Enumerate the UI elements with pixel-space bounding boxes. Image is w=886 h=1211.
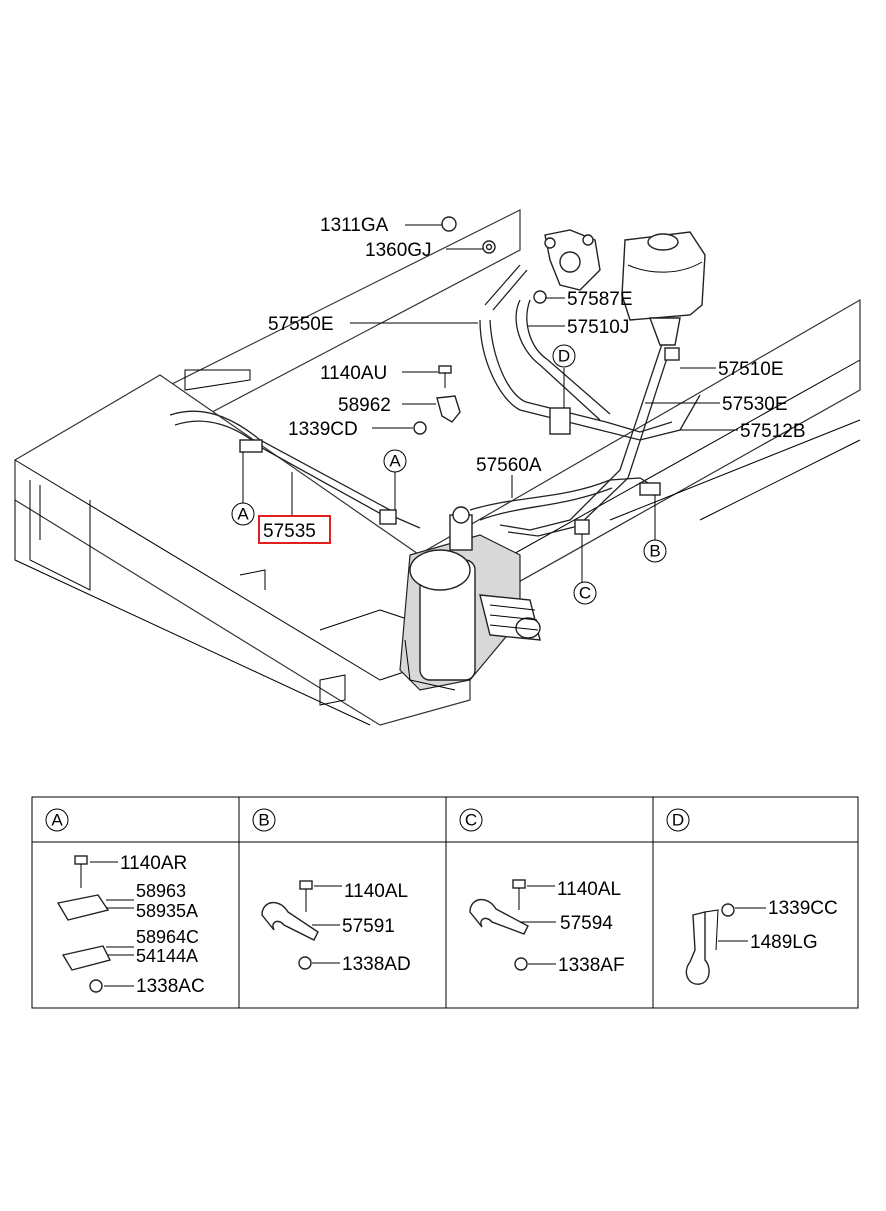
detail-legend-table: A B C D 1140AR 58963 58935A	[31, 796, 859, 1009]
svg-text:57530E: 57530E	[722, 394, 788, 415]
bolt-icon	[512, 879, 526, 889]
legend-header-A: A	[45, 808, 69, 832]
bolt-icon	[74, 855, 88, 865]
callout-57535: 57535	[258, 472, 331, 544]
svg-text:1338AF: 1338AF	[558, 955, 625, 976]
clamp-icon	[56, 894, 110, 921]
fluid-reservoir	[621, 231, 706, 346]
bolt-1311GA-icon	[441, 216, 457, 232]
svg-text:1140AL: 1140AL	[557, 879, 621, 900]
clamp-icon	[61, 945, 112, 971]
callout-1339CD: 1339CD	[288, 419, 413, 440]
svg-text:57560A: 57560A	[476, 455, 542, 476]
callout-57510E: 57510E	[680, 359, 784, 380]
legend-header-D: D	[666, 808, 690, 832]
fitting-57587E-icon	[533, 290, 547, 304]
svg-text:A: A	[237, 505, 249, 524]
svg-text:1311GA: 1311GA	[320, 215, 389, 236]
marker-A-upper: A	[383, 449, 407, 510]
marker-D: D	[552, 344, 576, 408]
legend-cell-B: 1140AL 57591 1338AD	[261, 880, 411, 975]
steering-gear-box	[399, 506, 541, 691]
legend-cell-A: 1140AR 58963 58935A 58964C 54144A 1338AC	[56, 853, 205, 997]
clamp-icon	[469, 898, 529, 935]
svg-text:1140AU: 1140AU	[320, 363, 387, 384]
bolt-1140AU-icon	[438, 365, 452, 388]
callout-57530E: 57530E	[645, 394, 788, 415]
svg-text:57587E: 57587E	[567, 289, 633, 310]
marker-B: B	[643, 495, 667, 563]
svg-text:1339CC: 1339CC	[768, 898, 838, 919]
marker-A-lower: A	[231, 452, 255, 526]
svg-text:57510J: 57510J	[567, 317, 629, 338]
nut-icon	[721, 903, 735, 917]
marker-C: C	[573, 534, 597, 605]
svg-text:1360GJ: 1360GJ	[365, 240, 432, 261]
svg-text:C: C	[465, 811, 477, 830]
power-steering-pump	[544, 229, 601, 291]
svg-text:1489LG: 1489LG	[750, 932, 818, 953]
nut-1339CD-icon	[413, 421, 427, 435]
svg-text:58935A: 58935A	[136, 901, 198, 921]
bolt-icon	[299, 880, 313, 890]
svg-text:58962: 58962	[338, 395, 391, 416]
svg-text:C: C	[579, 584, 591, 603]
legend-header-C: C	[459, 808, 483, 832]
svg-text:57550E: 57550E	[268, 314, 334, 335]
legend-cell-D: 1339CC 1489LG	[685, 898, 838, 985]
callout-57550E: 57550E	[268, 314, 478, 335]
callout-1140AU: 1140AU	[320, 363, 438, 384]
svg-text:57594: 57594	[560, 913, 613, 934]
svg-text:1140AR: 1140AR	[120, 853, 187, 874]
svg-text:57510E: 57510E	[718, 359, 784, 380]
legend-cell-C: 1140AL 57594 1338AF	[469, 879, 625, 976]
legend-header-B: B	[252, 808, 276, 832]
callout-57512B: 57512B	[680, 421, 806, 442]
callout-1360GJ: 1360GJ	[365, 240, 483, 261]
svg-text:58964C: 58964C	[136, 927, 199, 947]
svg-text:B: B	[258, 811, 269, 830]
hardware-parts	[413, 216, 547, 435]
svg-text:54144A: 54144A	[136, 946, 198, 966]
svg-text:A: A	[389, 452, 401, 471]
clamp-58962-icon	[436, 395, 461, 423]
callout-57560A: 57560A	[476, 455, 542, 498]
svg-text:58963: 58963	[136, 881, 186, 901]
svg-text:1338AC: 1338AC	[136, 976, 205, 997]
svg-text:1339CD: 1339CD	[288, 419, 358, 440]
nut-icon	[298, 956, 312, 970]
svg-text:57591: 57591	[342, 916, 395, 937]
clamp-icon	[261, 901, 319, 941]
callout-1311GA: 1311GA	[320, 215, 442, 236]
nut-icon	[89, 979, 103, 993]
callout-57510J: 57510J	[528, 317, 629, 338]
nut-icon	[514, 957, 528, 971]
svg-text:1140AL: 1140AL	[344, 881, 408, 902]
svg-text:57535: 57535	[263, 521, 316, 542]
callout-58962: 58962	[338, 395, 436, 416]
svg-text:57512B: 57512B	[740, 421, 806, 442]
svg-text:B: B	[649, 542, 660, 561]
svg-text:A: A	[51, 811, 63, 830]
clip-icon	[685, 911, 710, 985]
svg-text:D: D	[558, 347, 570, 366]
svg-text:1338AD: 1338AD	[342, 954, 411, 975]
svg-text:D: D	[672, 811, 684, 830]
callout-57587E: 57587E	[546, 289, 633, 310]
